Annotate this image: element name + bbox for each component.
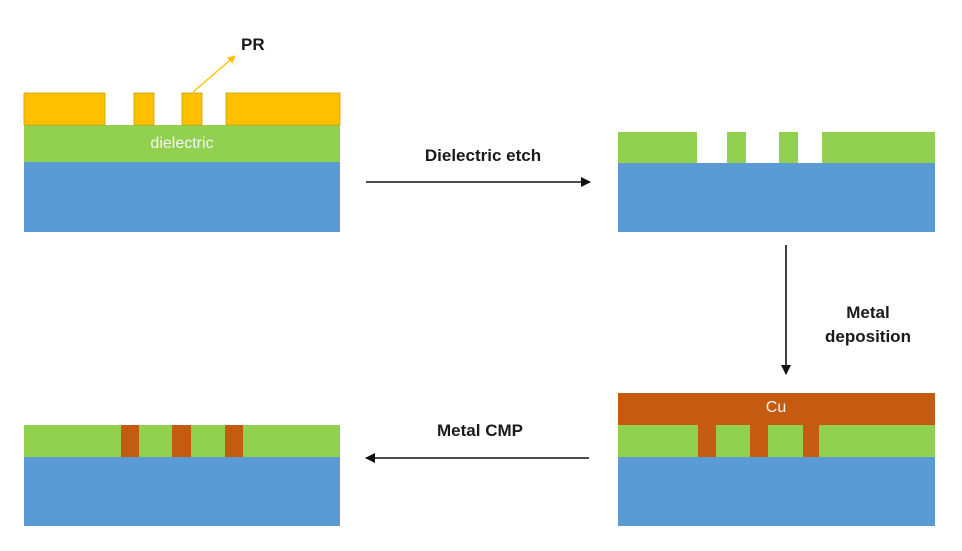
dielectric-layer xyxy=(618,425,935,457)
substrate-layer xyxy=(24,162,340,232)
dielectric-block xyxy=(822,132,935,163)
substrate-layer xyxy=(618,457,935,526)
photoresist-block xyxy=(23,92,106,126)
step-1-photoresist-patterned xyxy=(23,55,341,232)
copper-line xyxy=(172,425,191,457)
copper-line xyxy=(225,425,243,457)
step-3-metal-deposited xyxy=(618,393,935,526)
dielectric-layer xyxy=(24,125,340,162)
metal-deposition-label-line1: Metal xyxy=(846,303,890,322)
step-2-dielectric-etched xyxy=(618,132,935,232)
copper-fill xyxy=(803,425,819,457)
copper-fill xyxy=(750,425,768,457)
dielectric-block xyxy=(727,132,746,163)
dielectric-label: dielectric xyxy=(150,135,214,152)
substrate-layer xyxy=(618,163,935,232)
photoresist-block xyxy=(225,92,341,126)
copper-overburden xyxy=(618,393,935,425)
metal-deposition-label-line2: deposition xyxy=(825,327,911,346)
substrate-layer xyxy=(24,457,340,526)
step-4-after-cmp xyxy=(24,425,340,526)
pr-pointer-line xyxy=(192,55,236,93)
metal-cmp-label: Metal CMP xyxy=(437,421,523,440)
photoresist-block xyxy=(133,92,155,126)
photoresist-block xyxy=(181,92,203,126)
dielectric-etch-label: Dielectric etch xyxy=(424,146,542,165)
copper-line xyxy=(121,425,139,457)
dielectric-block xyxy=(618,132,697,163)
dielectric-block xyxy=(779,132,798,163)
cu-label: Cu xyxy=(765,399,787,416)
copper-fill xyxy=(698,425,716,457)
pr-label: PR xyxy=(241,35,265,54)
